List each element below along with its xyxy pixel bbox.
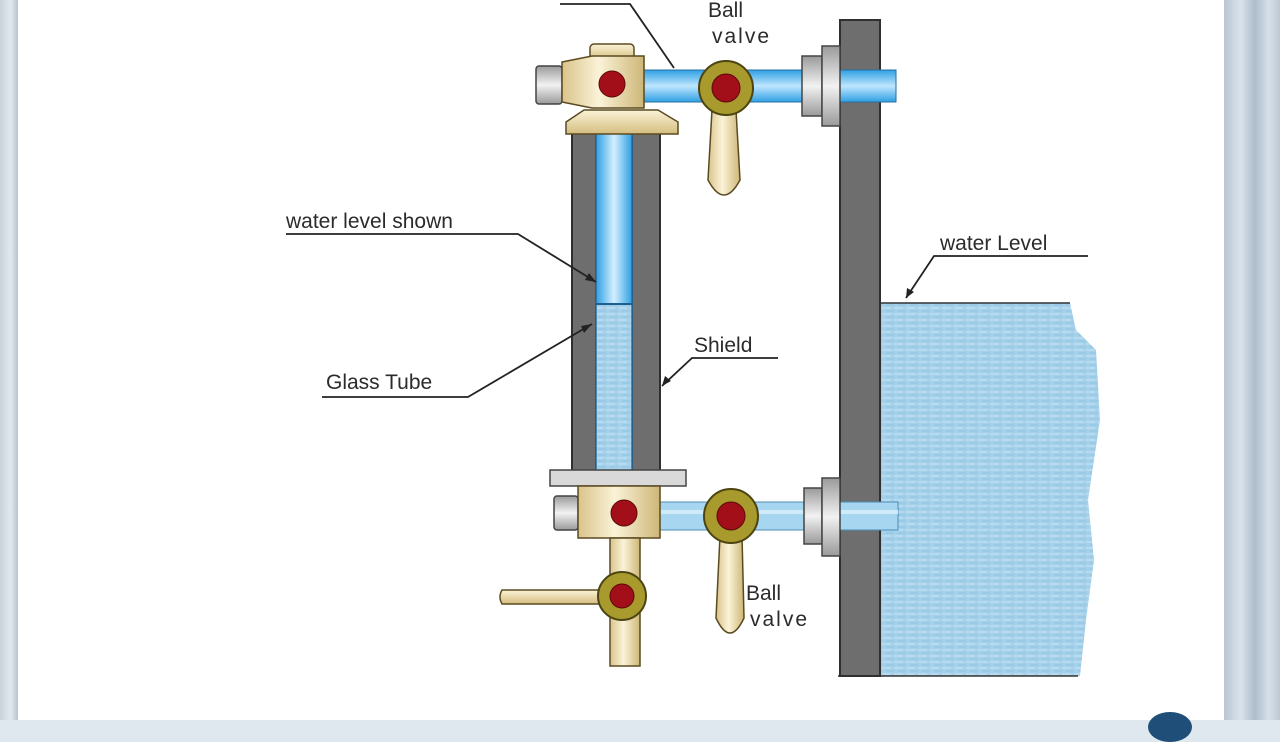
- window-left-edge: [0, 0, 18, 720]
- window-scrollbar[interactable]: [1224, 0, 1280, 720]
- bottom-ball-valve-red-dot: [716, 501, 746, 531]
- label-bottom-ball-valve-line1: Ball: [746, 582, 781, 605]
- bottom-fitting-flange: [549, 469, 687, 487]
- bottom-ball-valve-handle: [715, 535, 745, 634]
- drain-valve-handle: [499, 589, 607, 605]
- slide-nav-button[interactable]: [1148, 712, 1192, 742]
- bottom-fitting-plug: [553, 495, 579, 531]
- top-ball-valve-red-dot: [711, 73, 741, 103]
- top-fitting-plug: [535, 65, 563, 105]
- leader-top-pipe: [560, 3, 675, 69]
- glass-tube-water: [595, 303, 633, 475]
- top-ball-valve-handle: [707, 109, 741, 196]
- label-top-ball-valve-line2: valve: [712, 25, 771, 48]
- drain-valve-red-dot: [609, 583, 635, 609]
- tank-wall: [839, 19, 881, 677]
- label-shield: Shield: [694, 334, 752, 357]
- leader-shield: [661, 357, 778, 387]
- water-level-gauge-diagram: Ball valve water level shown water Level…: [285, 0, 1100, 677]
- label-water-level-shown: water level shown: [285, 210, 453, 233]
- label-top-ball-valve-line1: Ball: [708, 0, 743, 22]
- leader-water-level: [905, 255, 1088, 299]
- label-water-level: water Level: [939, 232, 1047, 255]
- shield-left: [571, 131, 597, 475]
- tank-water: [880, 303, 1100, 676]
- shield-right: [631, 131, 661, 475]
- top-wall-nut: [801, 55, 823, 117]
- label-glass-tube: Glass Tube: [326, 371, 432, 394]
- bottom-fitting-red-dot: [610, 499, 638, 527]
- slide-canvas: Ball valve water level shown water Level…: [18, 0, 1224, 720]
- top-fitting-red-dot: [598, 70, 626, 98]
- leader-water-level-shown: [286, 233, 597, 283]
- label-bottom-ball-valve-line2: valve: [750, 608, 809, 631]
- bottom-pipe: [657, 501, 899, 531]
- leader-glass-tube: [322, 323, 593, 398]
- top-fitting-flange: [565, 109, 679, 135]
- glass-tube-empty: [595, 131, 633, 305]
- bottom-wall-nut: [803, 487, 823, 545]
